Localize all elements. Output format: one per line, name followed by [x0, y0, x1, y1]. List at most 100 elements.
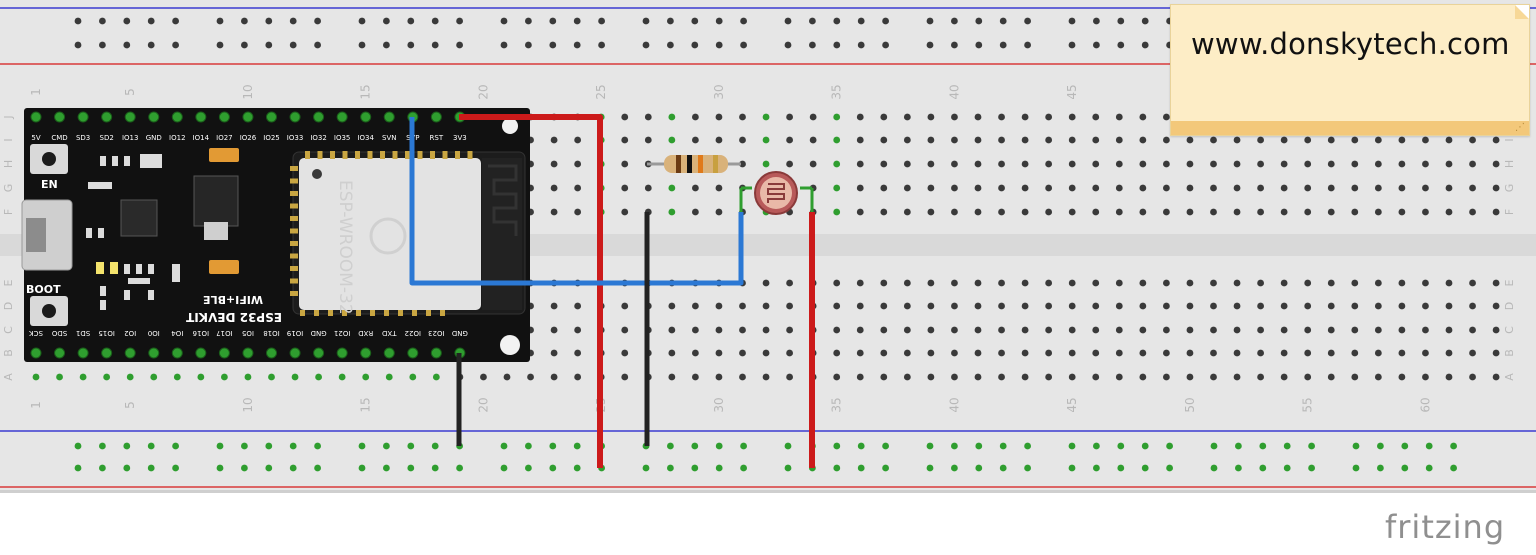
column-number: 15 — [359, 84, 373, 99]
breadboard-hole — [951, 302, 958, 310]
breadboard-hole — [1210, 349, 1217, 357]
rail-hole — [314, 442, 321, 450]
smd-component — [86, 228, 92, 238]
note-fold — [1515, 5, 1529, 19]
smd-component — [172, 264, 180, 282]
rail-hole — [999, 41, 1007, 49]
rail-hole — [265, 442, 273, 450]
breadboard-hole — [809, 113, 817, 121]
breadboard-hole — [527, 373, 534, 381]
column-number: 35 — [830, 397, 844, 412]
breadboard-hole — [1257, 373, 1264, 381]
breadboard-hole — [668, 349, 676, 357]
breadboard-hole — [856, 208, 864, 216]
rail-hole — [241, 41, 248, 49]
esp32-pin — [336, 111, 348, 123]
breadboard-hole — [1021, 326, 1029, 334]
resize-grip-icon[interactable]: ⋰ — [1515, 122, 1525, 133]
breadboard-hole — [1257, 160, 1264, 168]
breadboard-hole — [668, 113, 676, 121]
rail-hole — [289, 41, 297, 49]
breadboard-hole — [574, 326, 582, 334]
rail-hole — [784, 41, 792, 49]
rail-hole — [456, 464, 463, 472]
breadboard-hole — [1045, 302, 1053, 310]
esp32-pin-label: IO25 — [263, 134, 279, 142]
breadboard-hole — [833, 373, 841, 381]
breadboard-hole — [1304, 184, 1312, 192]
esp32-pin-label: IO0 — [148, 329, 160, 337]
breadboard-hole — [1374, 136, 1382, 144]
row-letter: G — [1503, 184, 1516, 193]
esp32-pin — [266, 347, 277, 359]
website-note: www.donskytech.com ⋰ — [1170, 4, 1530, 136]
breadboard-hole — [974, 160, 982, 168]
column-number: 55 — [1301, 397, 1315, 412]
column-number: 20 — [476, 84, 490, 99]
breadboard-hole — [574, 349, 582, 357]
esp32-pin-label: RST — [430, 134, 444, 142]
rail-hole — [1141, 442, 1149, 450]
breadboard-hole — [786, 279, 793, 287]
rail-hole — [1093, 17, 1100, 25]
breadboard-hole — [856, 302, 864, 310]
breadboard-hole — [1492, 326, 1500, 334]
breadboard-hole — [1045, 349, 1053, 357]
breadboard-hole — [833, 113, 841, 121]
breadboard-hole — [1469, 136, 1476, 144]
breadboard-hole — [903, 208, 911, 216]
breadboard-hole — [786, 349, 793, 357]
rail-hole — [857, 17, 865, 25]
breadboard-hole — [1351, 349, 1359, 357]
breadboard-hole — [762, 349, 770, 357]
row-letter: D — [1503, 302, 1516, 310]
breadboard-hole — [1257, 302, 1264, 310]
row-letter: J — [2, 115, 15, 119]
smd-component — [100, 300, 106, 310]
resistor-band — [676, 155, 681, 173]
resistor[interactable] — [647, 155, 741, 173]
rail-hole — [1166, 464, 1173, 472]
module-pad — [290, 166, 298, 171]
wire-svp-blue[interactable] — [409, 117, 744, 286]
breadboard-hole — [998, 113, 1005, 121]
breadboard-hole — [1115, 160, 1123, 168]
breadboard-hole — [1422, 349, 1429, 357]
module-pad — [290, 253, 298, 259]
smd-component — [136, 264, 142, 274]
breadboard-hole — [998, 279, 1005, 287]
rail-hole — [99, 41, 106, 49]
photoresistor[interactable] — [739, 171, 814, 215]
breadboard-hole — [856, 184, 864, 192]
led — [110, 262, 118, 274]
esp32-pin — [383, 111, 395, 123]
breadboard-hole — [1445, 373, 1453, 381]
breadboard-hole — [1068, 184, 1076, 192]
rail-hole — [598, 17, 605, 25]
breadboard-hole — [951, 279, 958, 287]
breadboard-hole — [1139, 208, 1147, 216]
breadboard-hole — [1422, 373, 1429, 381]
breadboard-hole — [880, 373, 888, 381]
module-pad — [300, 310, 305, 316]
breadboard-hole — [173, 373, 181, 381]
esp32-pin — [218, 347, 230, 359]
column-number: 40 — [947, 397, 961, 412]
breadboard-hole — [574, 136, 582, 144]
breadboard-hole — [1021, 160, 1029, 168]
breadboard-hole — [1445, 279, 1453, 287]
module-pad — [405, 151, 410, 159]
breadboard-hole — [1092, 184, 1100, 192]
wire-3v3-red[interactable] — [459, 114, 603, 468]
breadboard-hole — [1280, 373, 1288, 381]
breadboard-hole — [1163, 349, 1170, 357]
rail-hole — [1377, 442, 1384, 450]
module-pad — [355, 151, 360, 159]
column-number: 20 — [476, 397, 490, 412]
breadboard-hole — [1210, 208, 1217, 216]
breadboard-hole — [1233, 208, 1241, 216]
esp32-pin-label: IO15 — [98, 329, 114, 337]
row-letter: B — [1503, 349, 1516, 357]
fritzing-logo: fritzing — [1385, 508, 1506, 546]
breadboard-hole — [974, 349, 982, 357]
